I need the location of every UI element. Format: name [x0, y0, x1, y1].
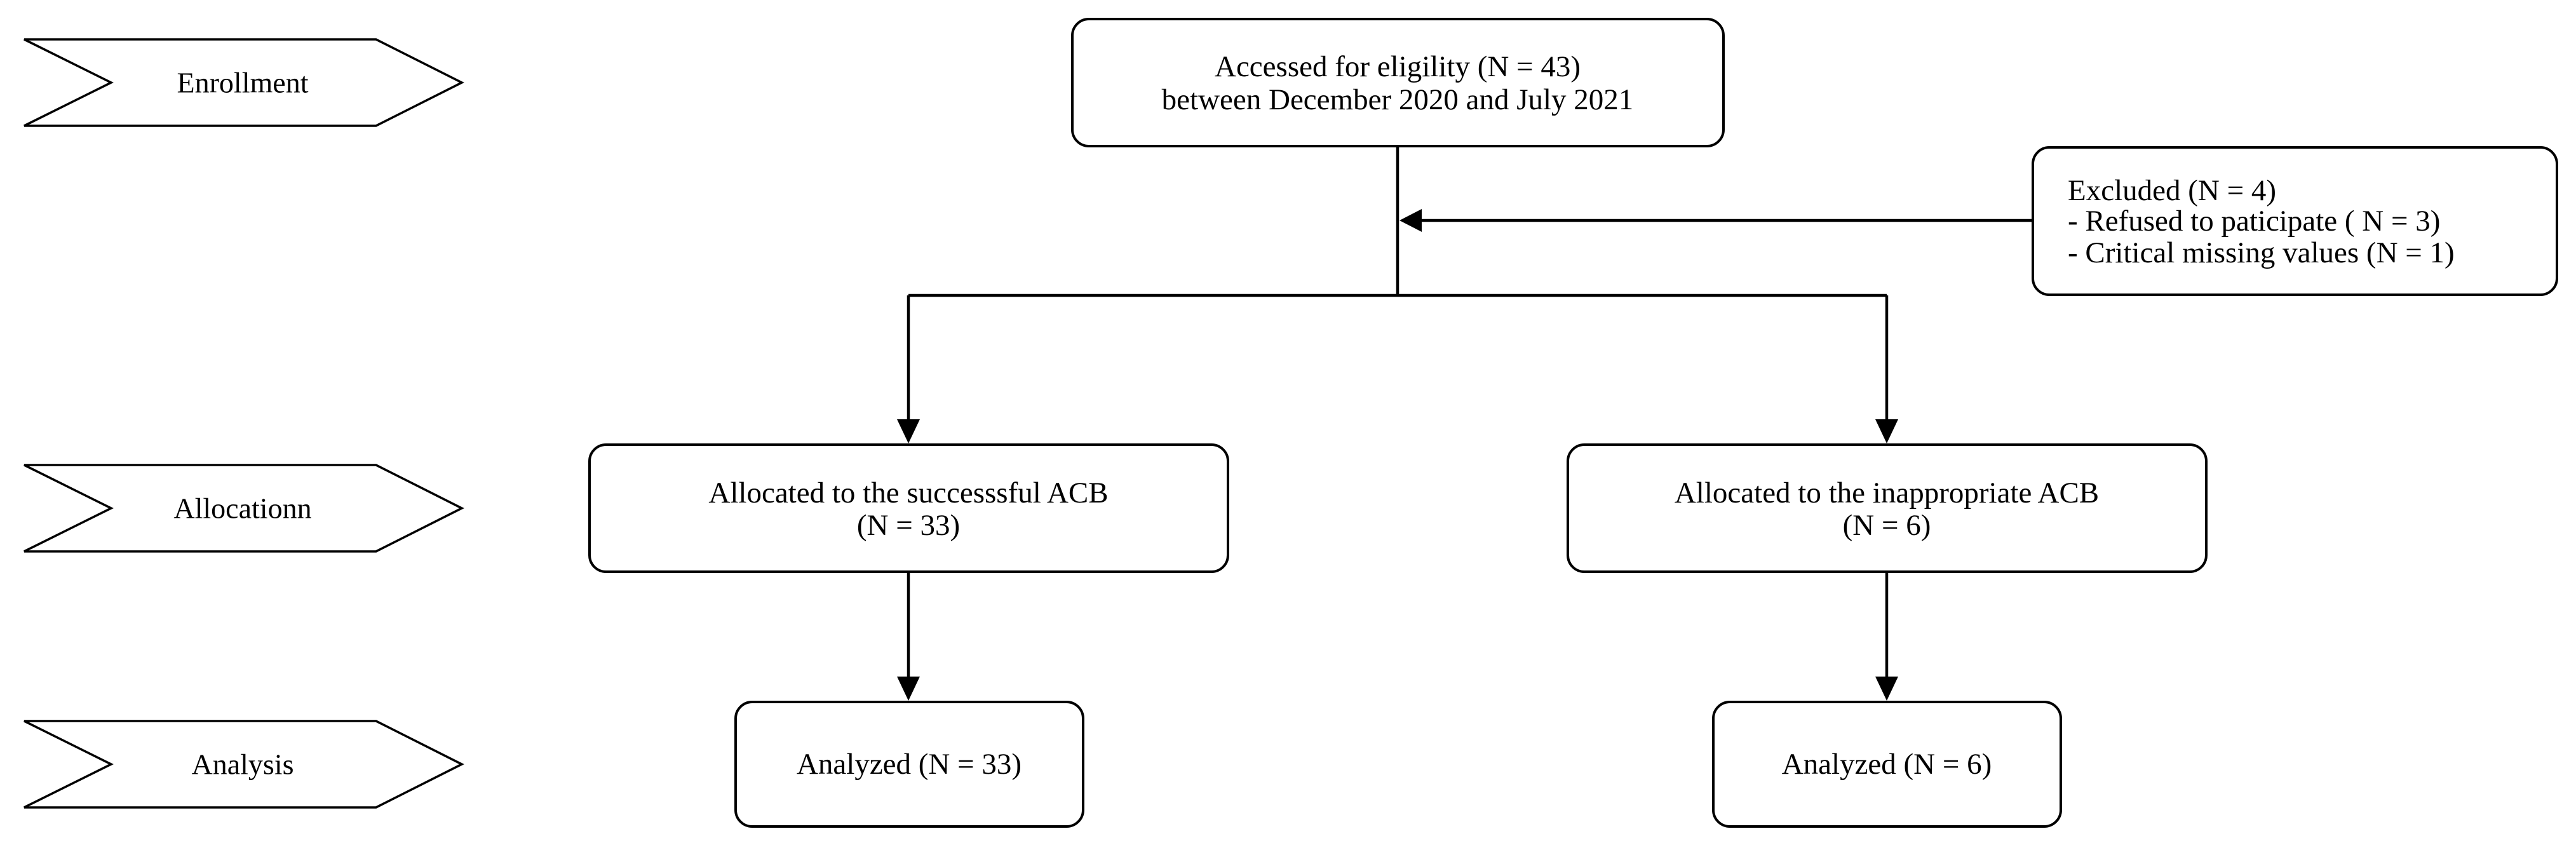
stage-analysis-label: Analysis [192, 748, 294, 781]
stage-analysis: Analysis [24, 720, 464, 809]
arrowhead-alloc-success [897, 419, 920, 443]
node-excluded: Excluded (N = 4) - Refused to paticipate… [2032, 146, 2558, 296]
node-assessed-line1: Accessed for eligility (N = 43) [1215, 50, 1581, 83]
stage-enrollment-shape [24, 38, 464, 127]
node-alloc-success-box [588, 443, 1229, 573]
node-alloc-inappropriate-box [1567, 443, 2208, 573]
node-analyzed-inappropriate-line1: Analyzed (N = 6) [1782, 748, 1992, 781]
node-assessed: Accessed for eligility (N = 43) between … [1071, 18, 1725, 147]
node-excluded-line3: - Critical missing values (N = 1) [2068, 236, 2455, 269]
stage-allocation-label: Allocationn [173, 492, 311, 525]
stage-enrollment-label: Enrollment [177, 67, 309, 99]
arrowhead-analyzed-success [897, 677, 920, 701]
stage-enrollment: Enrollment [24, 38, 464, 127]
stage-allocation-shape [24, 464, 464, 553]
stage-allocation: Allocationn [24, 464, 464, 553]
node-analyzed-success-box [734, 701, 1084, 828]
node-assessed-line2: between December 2020 and July 2021 [1162, 83, 1634, 116]
node-alloc-success-line1: Allocated to the successsful ACB [708, 476, 1108, 509]
node-assessed-box [1071, 18, 1725, 147]
node-excluded-line2: - Refused to paticipate ( N = 3) [2068, 205, 2440, 238]
arrowhead-alloc-inappropriate [1875, 419, 1898, 443]
node-alloc-success: Allocated to the successsful ACB (N = 33… [588, 443, 1229, 573]
arrowhead-excluded [1399, 209, 1422, 232]
node-analyzed-success-line1: Analyzed (N = 33) [797, 748, 1022, 781]
node-analyzed-inappropriate: Analyzed (N = 6) [1712, 701, 2062, 828]
node-alloc-inappropriate: Allocated to the inappropriate ACB (N = … [1567, 443, 2208, 573]
node-alloc-inappropriate-line2: (N = 6) [1843, 509, 1931, 542]
node-excluded-line1: Excluded (N = 4) [2068, 174, 2276, 207]
arrowhead-analyzed-inappropriate [1875, 677, 1898, 701]
node-excluded-box [2032, 146, 2558, 296]
node-alloc-inappropriate-line1: Allocated to the inappropriate ACB [1675, 476, 2099, 509]
node-analyzed-inappropriate-box [1712, 701, 2062, 828]
connectors [897, 146, 2033, 701]
node-analyzed-success: Analyzed (N = 33) [734, 701, 1084, 828]
node-alloc-success-line2: (N = 33) [857, 509, 960, 542]
stage-analysis-shape [24, 720, 464, 809]
